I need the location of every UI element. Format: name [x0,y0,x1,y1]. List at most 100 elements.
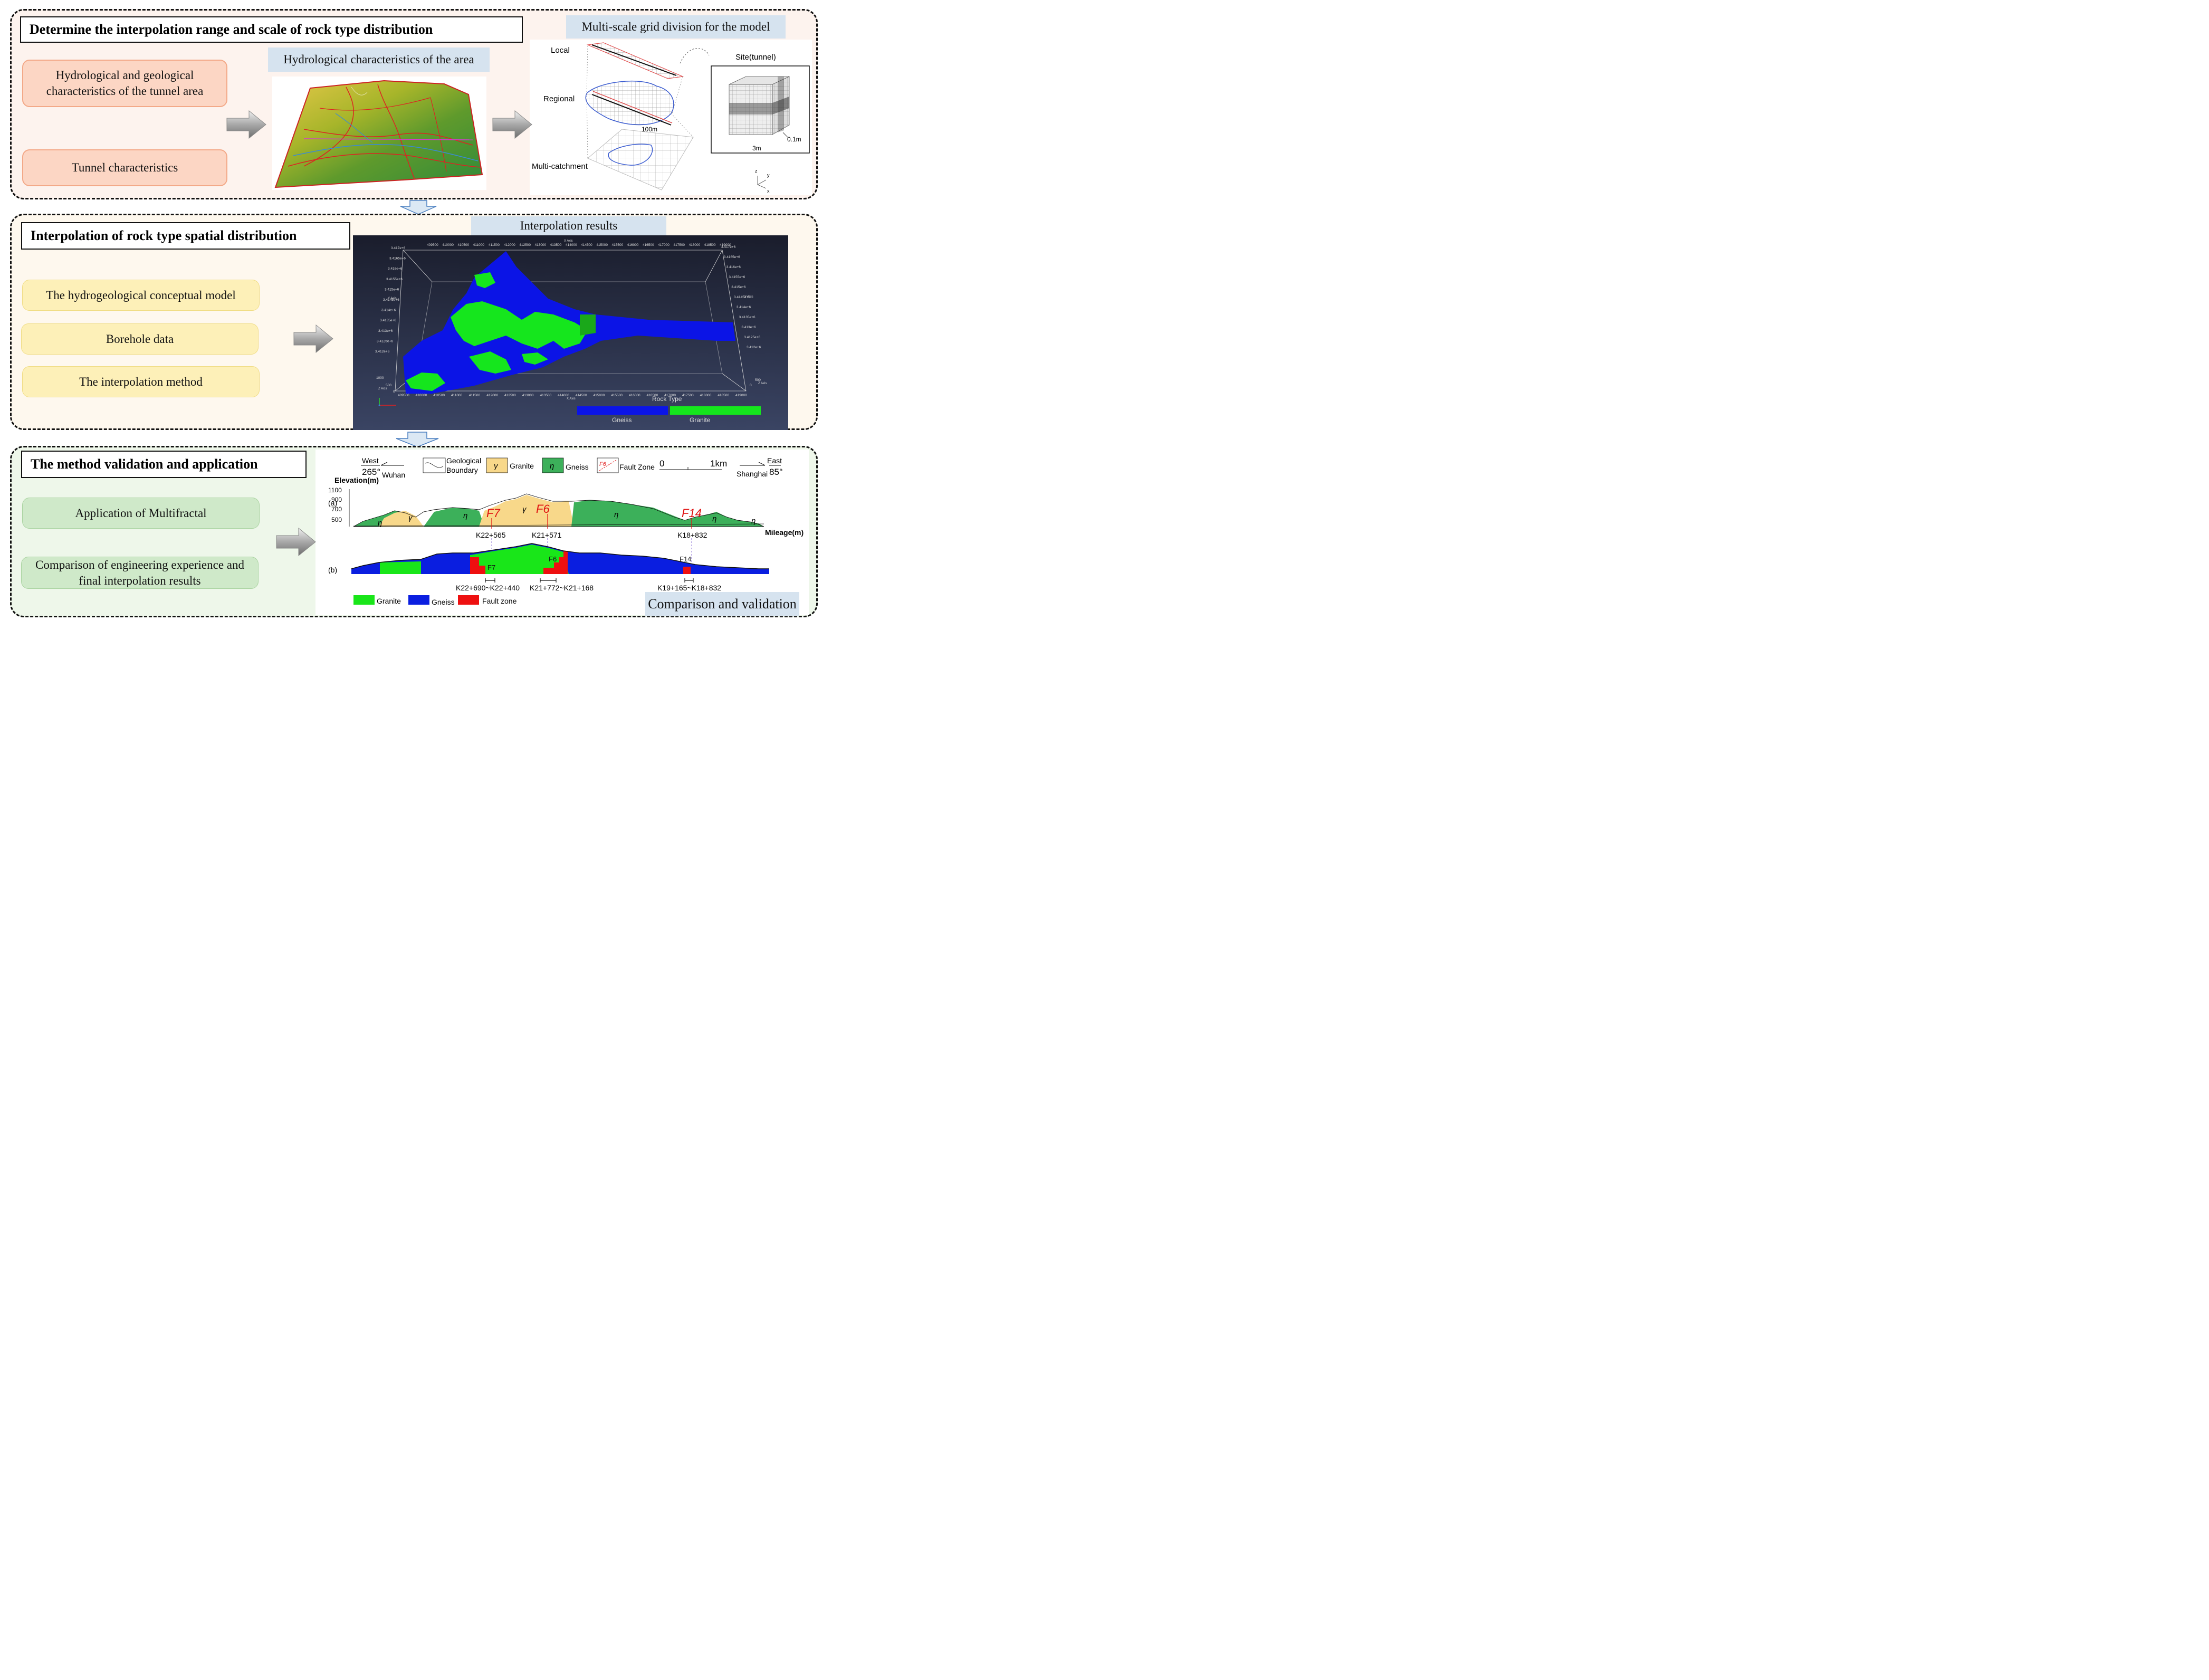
x-tick-label: 414000 [566,243,577,247]
svg-text:Boundary: Boundary [446,466,478,474]
y-tick-label: 3.4125e+6 [377,339,393,343]
svg-text:Granite: Granite [377,597,401,605]
arrow-right-icon [492,110,532,139]
svg-text:Fault Zone: Fault Zone [619,463,655,471]
x-tick-label: 411000 [473,243,485,247]
svg-text:Gneiss: Gneiss [432,598,455,606]
svg-text:0: 0 [659,459,664,469]
x-tick-label: 414000 [558,394,569,397]
x-tick-label: 410000 [416,394,427,397]
arrow-right-icon [293,324,333,354]
terrain-map-image [272,77,486,190]
svg-text:265°: 265° [362,467,380,477]
svg-text:Wuhan: Wuhan [382,471,405,479]
svg-text:F14: F14 [682,507,702,520]
svg-text:η: η [378,519,382,528]
x-tick-label: 414500 [576,394,587,397]
svg-text:East: East [767,456,782,465]
svg-text:F7: F7 [487,564,495,571]
y-tick-label: 3.416e+6 [726,265,741,269]
x-tick-label: 411500 [469,394,481,397]
item-hydro-geo: Hydrological and geological characterist… [22,60,227,107]
svg-text:K19+165~K18+832: K19+165~K18+832 [657,584,721,592]
svg-text:1100: 1100 [328,486,342,494]
grid-label: Multi-scale grid division for the model [566,15,786,39]
x-axis-title: X Axis [567,397,576,400]
x-tick-label: 413500 [540,394,551,397]
arrow-right-icon [226,110,266,139]
x-tick-label: 410500 [457,243,469,247]
grid-multi-label: Multi-catchment [532,162,588,171]
x-tick-label: 419000 [720,243,731,247]
x-tick-label: 419000 [735,394,747,397]
svg-text:85°: 85° [769,467,783,477]
x-tick-label: 415500 [611,394,623,397]
x-tick-label: 415500 [612,243,624,247]
svg-text:(b): (b) [328,566,337,574]
svg-text:Mileage(m): Mileage(m) [765,528,804,537]
arrow-down-icon [396,432,439,447]
svg-text:η: η [712,514,716,523]
item-interpolation-method: The interpolation method [22,366,260,397]
svg-text:Gneiss: Gneiss [566,463,589,471]
svg-text:Geological: Geological [446,456,481,465]
svg-text:y: y [767,173,770,178]
hydro-label: Hydrological characteristics of the area [268,47,490,72]
legend-granite-swatch [670,406,761,415]
x-tick-label: 413000 [522,394,534,397]
x-tick-label: 411000 [451,394,463,397]
svg-text:F14: F14 [680,555,691,563]
legend-granite-label: Granite [690,416,711,424]
y-tick-label: 3.412e+6 [747,346,761,349]
z-axis-title: Z Axis [378,387,387,390]
y-tick-label: 3.413e+6 [378,329,393,333]
svg-text:700: 700 [331,505,342,513]
y-tick-label: 3.413e+6 [741,326,756,329]
svg-text:F7: F7 [486,507,500,520]
item-tunnel: Tunnel characteristics [22,149,227,186]
svg-text:z: z [755,168,758,174]
section-title: Interpolation of rock type spatial distr… [21,222,350,250]
z-tick: 500 [386,384,391,387]
y-axis-title: Y Axis [744,295,753,299]
svg-text:900: 900 [331,496,342,503]
y-tick-label: 3.416e+6 [388,267,403,271]
svg-text:η: η [550,462,554,471]
x-tick-label: 418000 [700,394,712,397]
x-tick-label: 418500 [704,243,716,247]
x-tick-label: 412500 [519,243,531,247]
svg-text:γ: γ [408,513,413,522]
y-tick-label: 3.417e+6 [391,246,406,250]
section-title: Determine the interpolation range and sc… [20,16,523,43]
svg-text:3m: 3m [752,145,761,152]
legend-gneiss-swatch [577,406,668,415]
result-label: Interpolation results [471,216,666,235]
panel-3-white-area [315,450,809,615]
y-axis-title: Y Axis [388,297,397,300]
svg-text:West: West [362,456,379,465]
x-tick-label: 409500 [398,394,409,397]
item-multifractal: Application of Multifractal [22,498,260,529]
svg-text:Granite: Granite [510,462,534,470]
y-tick-label: 3.4165e+6 [724,255,740,259]
x-tick-label: 412500 [504,394,516,397]
x-tick-label: 416500 [647,394,658,397]
x-tick-label: 415000 [594,394,605,397]
geological-profile: West 265° Wuhan Geological Boundary γ Gr… [328,456,804,606]
svg-text:η: η [463,511,467,520]
z-tick: 0 [393,390,395,394]
svg-text:K22+690~K22+440: K22+690~K22+440 [456,584,520,592]
z-tick: 500 [755,378,761,382]
svg-text:100m: 100m [642,126,657,133]
svg-text:Elevation(m): Elevation(m) [334,476,379,484]
y-tick-label: 3.4155e+6 [729,275,745,279]
x-tick-label: 418000 [689,243,701,247]
svg-text:(a): (a) [328,499,337,507]
x-tick-label: 411500 [489,243,500,247]
grid-regional-label: Regional [543,94,575,103]
y-tick-label: 3.4135e+6 [739,316,756,319]
svg-text:F6: F6 [536,502,550,516]
grid-local-label: Local [551,46,570,55]
x-tick-label: 412000 [486,394,498,397]
z-tick: 0 [750,384,752,387]
